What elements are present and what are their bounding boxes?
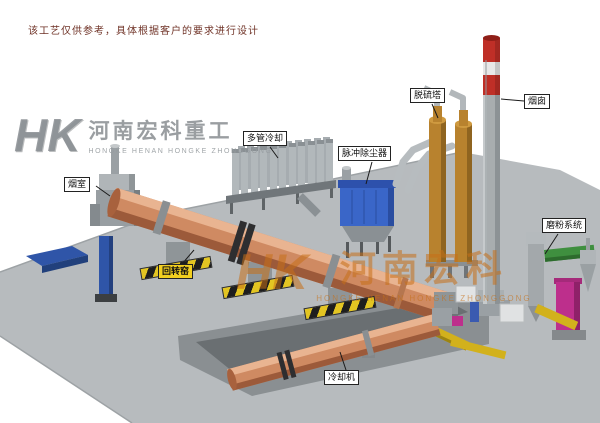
label-multi-tube-cooler: 多管冷却 bbox=[243, 131, 288, 146]
leader-lines bbox=[95, 98, 559, 371]
rotary-kiln bbox=[107, 187, 453, 323]
multi-tube-cooler bbox=[226, 137, 336, 217]
cooling-machine bbox=[227, 308, 452, 391]
watermark-center-en: HONGKE HENAN HONGKE ZHONGGONG bbox=[316, 294, 532, 303]
watermark-center-cn: 河南宏科 bbox=[339, 248, 508, 289]
label-smoke-chamber: 烟室 bbox=[64, 177, 91, 192]
label-rotary-kiln: 回转窑 bbox=[158, 264, 194, 279]
label-pulse-dust-collector: 脉冲除尘器 bbox=[338, 146, 392, 161]
disclaimer-text: 该工艺仅供参考，具体根据客户的要求进行设计 bbox=[28, 26, 259, 37]
grinding-system bbox=[526, 232, 596, 340]
label-chimney: 烟囱 bbox=[524, 94, 551, 109]
desulfurization-towers bbox=[422, 85, 478, 278]
chimney bbox=[472, 35, 525, 323]
watermark-left-en: HONGKE HENAN HONGKE ZHONGGONG bbox=[88, 148, 273, 155]
label-grinding-system: 磨粉系统 bbox=[542, 218, 587, 233]
watermark-left: HK 河南宏科重工 HONGKE HENAN HONGKE ZHONGGONG bbox=[14, 112, 273, 158]
label-cooling-machine: 冷却机 bbox=[324, 370, 360, 385]
label-desulfurization-tower: 脱硫塔 bbox=[410, 88, 446, 103]
watermark-center: HK 河南宏科 HONGKE HENAN HONGKE ZHONGGONG bbox=[236, 240, 532, 304]
blue-pad bbox=[26, 246, 88, 273]
hk-logo-icon-center: HK bbox=[236, 243, 309, 300]
pulse-dust-collector bbox=[338, 166, 396, 258]
hk-logo-icon: HK bbox=[14, 109, 81, 161]
watermark-left-cn: 河南宏科重工 bbox=[88, 120, 233, 143]
